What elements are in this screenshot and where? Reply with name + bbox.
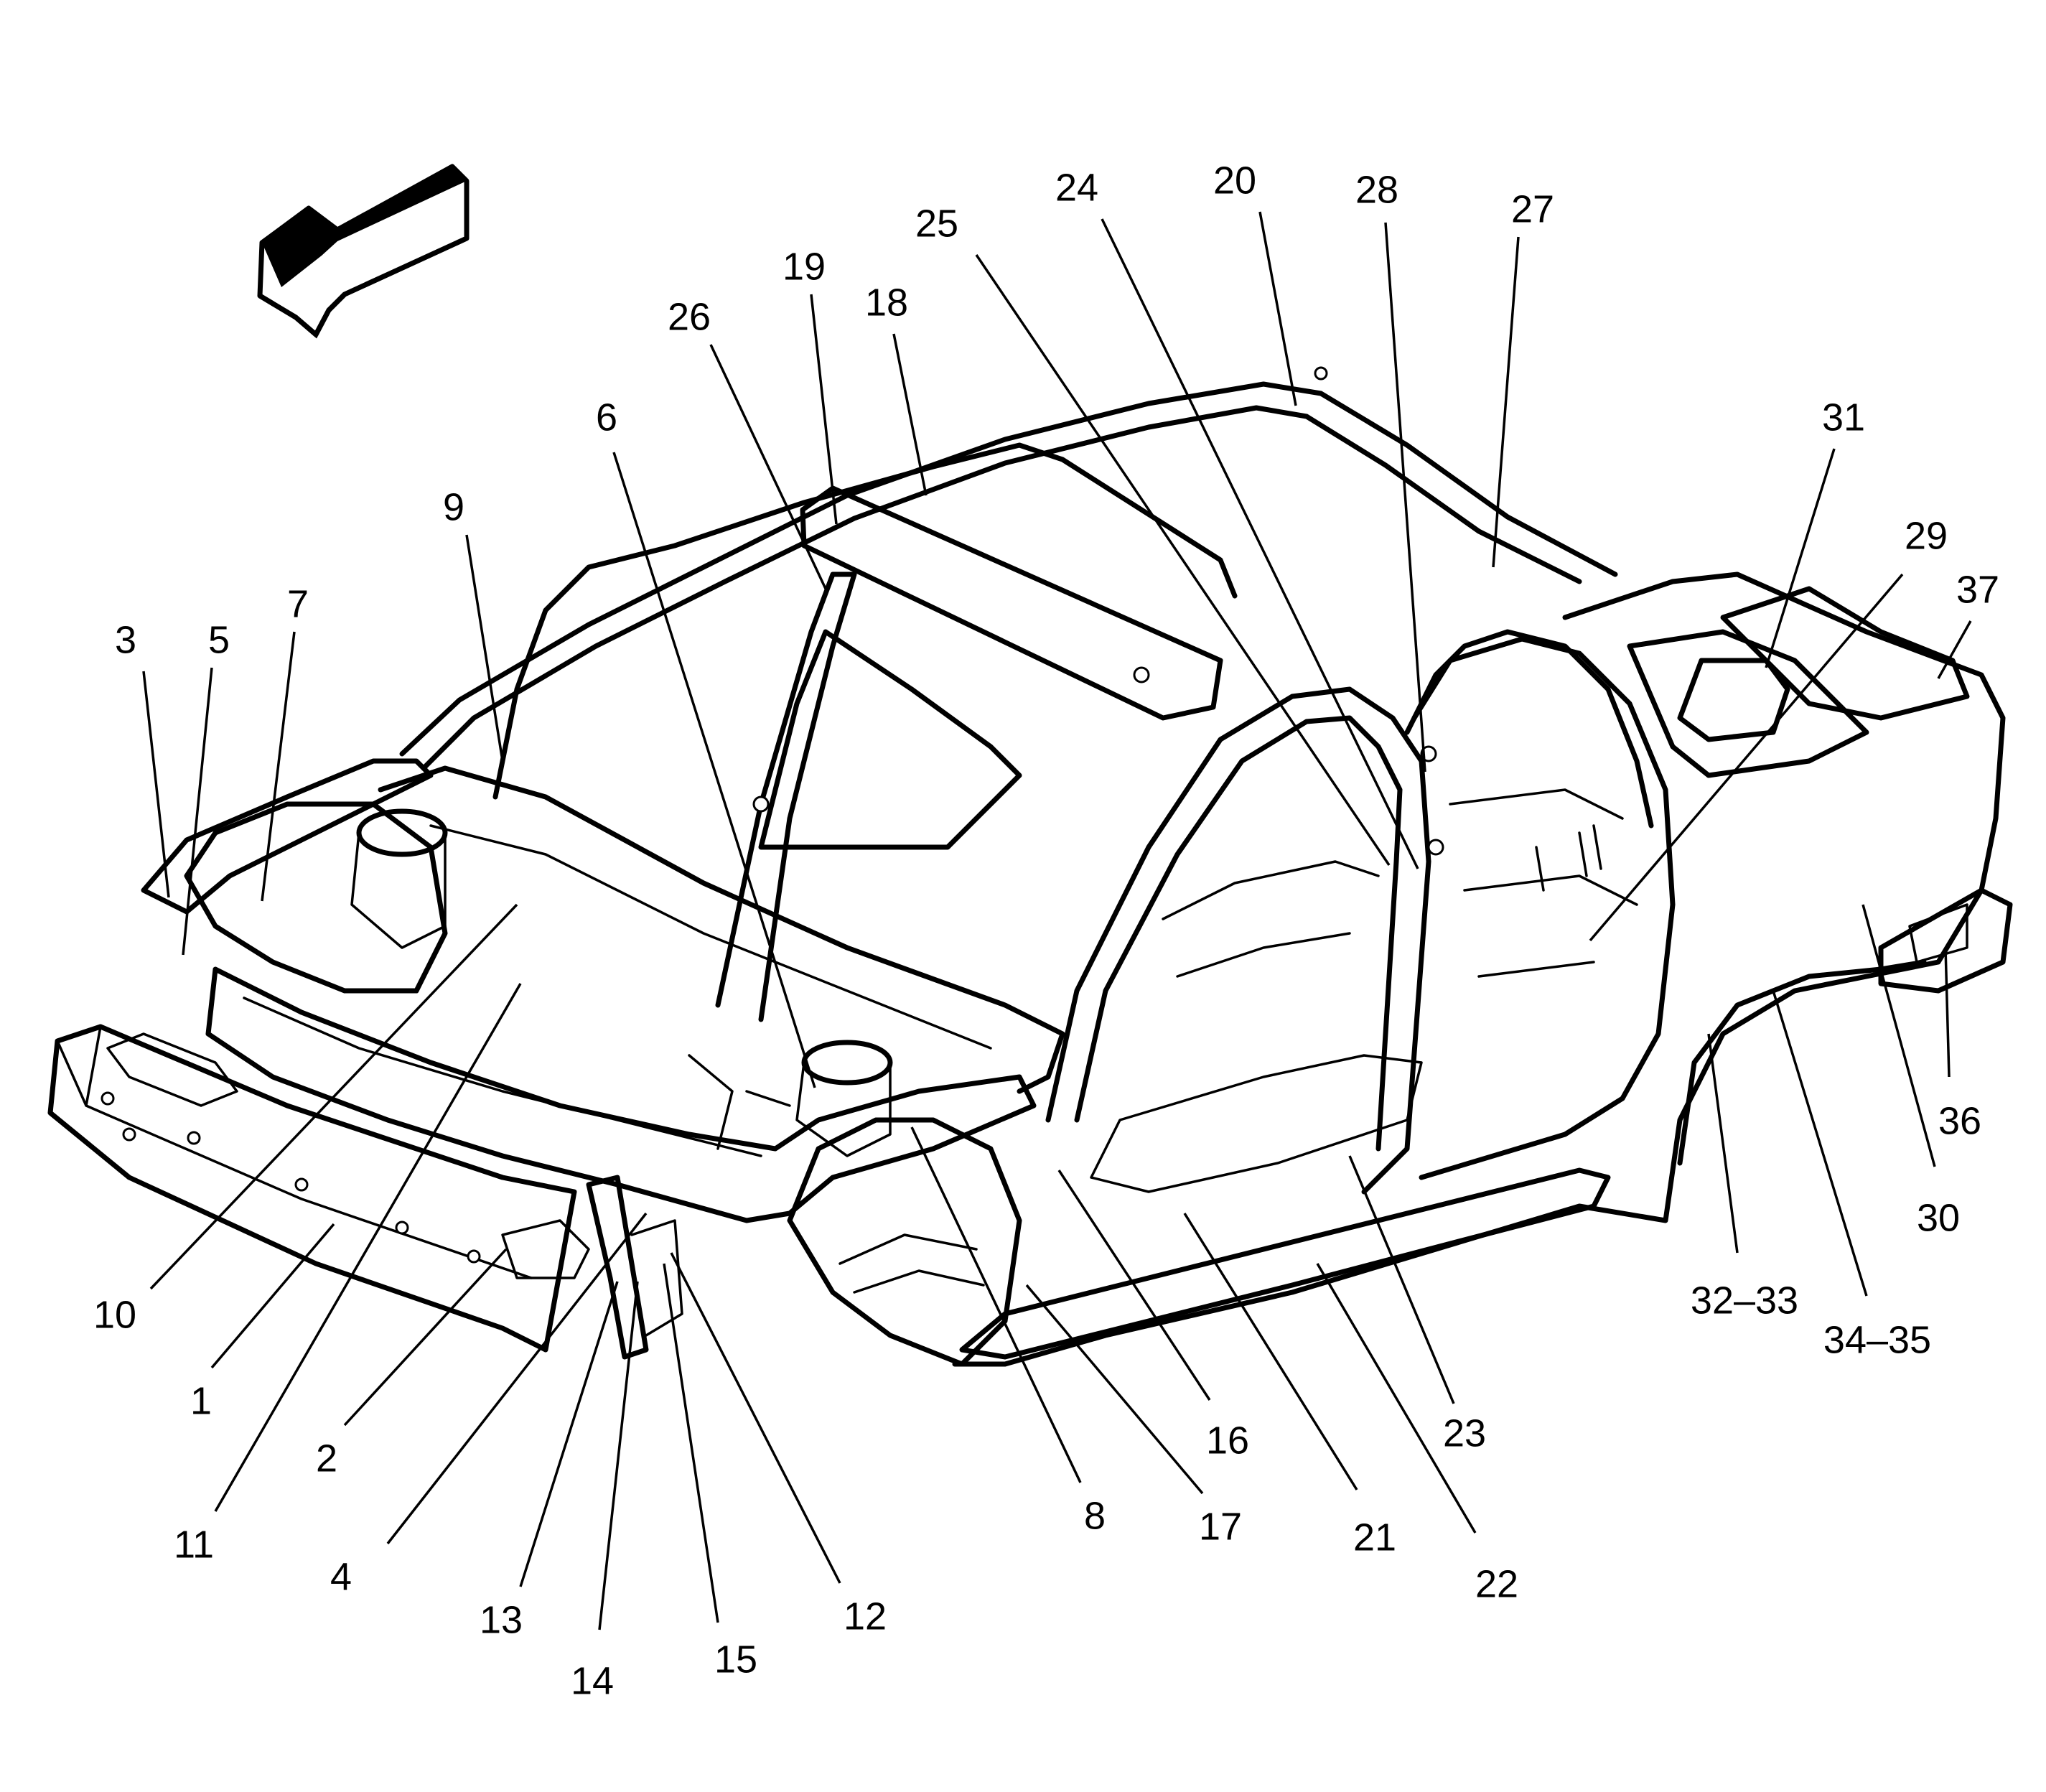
cowl-panel <box>378 765 1065 1094</box>
callout-14-label: 14 <box>571 1659 614 1702</box>
callout-7: 7 <box>261 582 309 902</box>
floor-pan <box>1090 1054 1423 1193</box>
callout-17-label: 17 <box>1199 1505 1242 1548</box>
callout-27: 27 <box>1492 187 1554 568</box>
callout-20-label: 20 <box>1213 159 1256 202</box>
windshield-opening <box>492 442 1238 800</box>
callout-9-label: 9 <box>443 485 464 528</box>
trunk-opening <box>1720 586 1970 721</box>
callout-2-label: 2 <box>316 1437 337 1480</box>
callout-18: 18 <box>865 281 928 496</box>
callout-14: 14 <box>571 1281 639 1702</box>
a-pillar-left <box>715 571 857 1022</box>
right-wheelhouse <box>787 1117 1022 1367</box>
callout-layer: 1 2 3 4 5 6 7 8 <box>93 159 1999 1702</box>
callout-4: 4 <box>330 1212 648 1598</box>
front-lower-rail <box>586 1175 649 1360</box>
callout-17: 17 <box>1025 1284 1242 1548</box>
front-direction-arrow-icon <box>257 164 470 339</box>
a-pillar-right <box>1045 686 1431 1195</box>
body-structure-artwork <box>47 366 2013 1367</box>
callout-18-label: 18 <box>865 281 908 324</box>
callout-32-33: 32–33 <box>1691 1033 1798 1322</box>
c-pillar-rear-quarter <box>952 571 2006 1367</box>
callout-5-label: 5 <box>208 618 230 661</box>
callout-29-label: 29 <box>1905 514 1948 557</box>
callout-22: 22 <box>1316 1263 1518 1605</box>
roof-outer-rail <box>399 381 1618 757</box>
callout-28: 28 <box>1355 168 1426 773</box>
callout-22-label: 22 <box>1475 1562 1518 1605</box>
callout-36-label: 36 <box>1938 1099 1981 1142</box>
callout-12: 12 <box>670 1252 887 1638</box>
callout-1-label: 1 <box>190 1379 212 1422</box>
callout-30-label: 30 <box>1917 1196 1960 1239</box>
callout-28-label: 28 <box>1355 168 1398 211</box>
rear-bumper-bracket <box>1878 887 2013 994</box>
callout-16-label: 16 <box>1206 1419 1249 1462</box>
callout-32-33-label: 32–33 <box>1691 1279 1798 1322</box>
callout-13-label: 13 <box>480 1598 523 1641</box>
callout-29: 29 <box>1589 514 1948 942</box>
callout-19-label: 19 <box>783 245 826 288</box>
callout-2: 2 <box>316 1248 508 1480</box>
callout-8: 8 <box>910 1126 1106 1537</box>
callout-24-label: 24 <box>1055 166 1098 209</box>
roof-inner-rail <box>421 405 1582 771</box>
callout-6-label: 6 <box>596 396 617 439</box>
callout-20: 20 <box>1213 159 1297 406</box>
callout-10-label: 10 <box>93 1293 136 1336</box>
callout-30: 30 <box>1862 904 1960 1239</box>
callout-37: 37 <box>1937 568 1999 679</box>
bumper-bracket-right <box>501 1219 590 1279</box>
callout-3-label: 3 <box>115 618 136 661</box>
callout-9: 9 <box>443 485 504 762</box>
callout-27-label: 27 <box>1511 187 1554 230</box>
left-front-door-opening <box>758 629 1022 850</box>
left-wheelhouse <box>184 801 448 994</box>
callout-25: 25 <box>915 202 1391 866</box>
callout-37-label: 37 <box>1956 568 1999 611</box>
callout-34-35: 34–35 <box>1772 990 1931 1361</box>
callout-10: 10 <box>93 903 518 1336</box>
callout-12-label: 12 <box>844 1595 887 1638</box>
callout-25-label: 25 <box>915 202 958 245</box>
callout-36: 36 <box>1938 947 1981 1142</box>
callout-31-label: 31 <box>1822 396 1865 439</box>
callout-24: 24 <box>1055 166 1419 869</box>
callout-21: 21 <box>1183 1213 1396 1559</box>
callout-26: 26 <box>668 295 827 589</box>
callout-15: 15 <box>663 1263 757 1681</box>
b-pillar <box>1404 629 1654 829</box>
rocker-panel <box>959 1167 1611 1360</box>
callout-5: 5 <box>182 618 230 956</box>
callout-11: 11 <box>174 983 522 1566</box>
quarter-window <box>1677 658 1790 742</box>
bumper-bracket-left <box>106 1032 238 1107</box>
callout-3: 3 <box>115 618 170 898</box>
callout-19: 19 <box>783 245 838 525</box>
callout-15-label: 15 <box>714 1638 757 1681</box>
callout-6: 6 <box>596 396 816 1088</box>
rear-door-opening <box>1411 636 1676 1180</box>
callout-1: 1 <box>190 1223 335 1422</box>
callout-34-35-label: 34–35 <box>1823 1318 1931 1361</box>
strut-tower-right <box>801 1040 893 1086</box>
callout-23-label: 23 <box>1443 1411 1486 1455</box>
front-bumper-bar <box>47 1024 577 1353</box>
callout-31: 31 <box>1765 396 1865 668</box>
callout-23: 23 <box>1348 1155 1486 1455</box>
callout-16: 16 <box>1057 1170 1249 1462</box>
radiator-support <box>205 966 1037 1223</box>
callout-8-label: 8 <box>1084 1494 1106 1537</box>
callout-21-label: 21 <box>1353 1516 1396 1559</box>
callout-13: 13 <box>480 1281 619 1641</box>
callout-26-label: 26 <box>668 295 711 338</box>
callout-11-label: 11 <box>174 1523 214 1566</box>
callout-4-label: 4 <box>330 1555 352 1598</box>
front-upper-rail-left <box>141 758 434 915</box>
callout-7-label: 7 <box>287 582 309 625</box>
